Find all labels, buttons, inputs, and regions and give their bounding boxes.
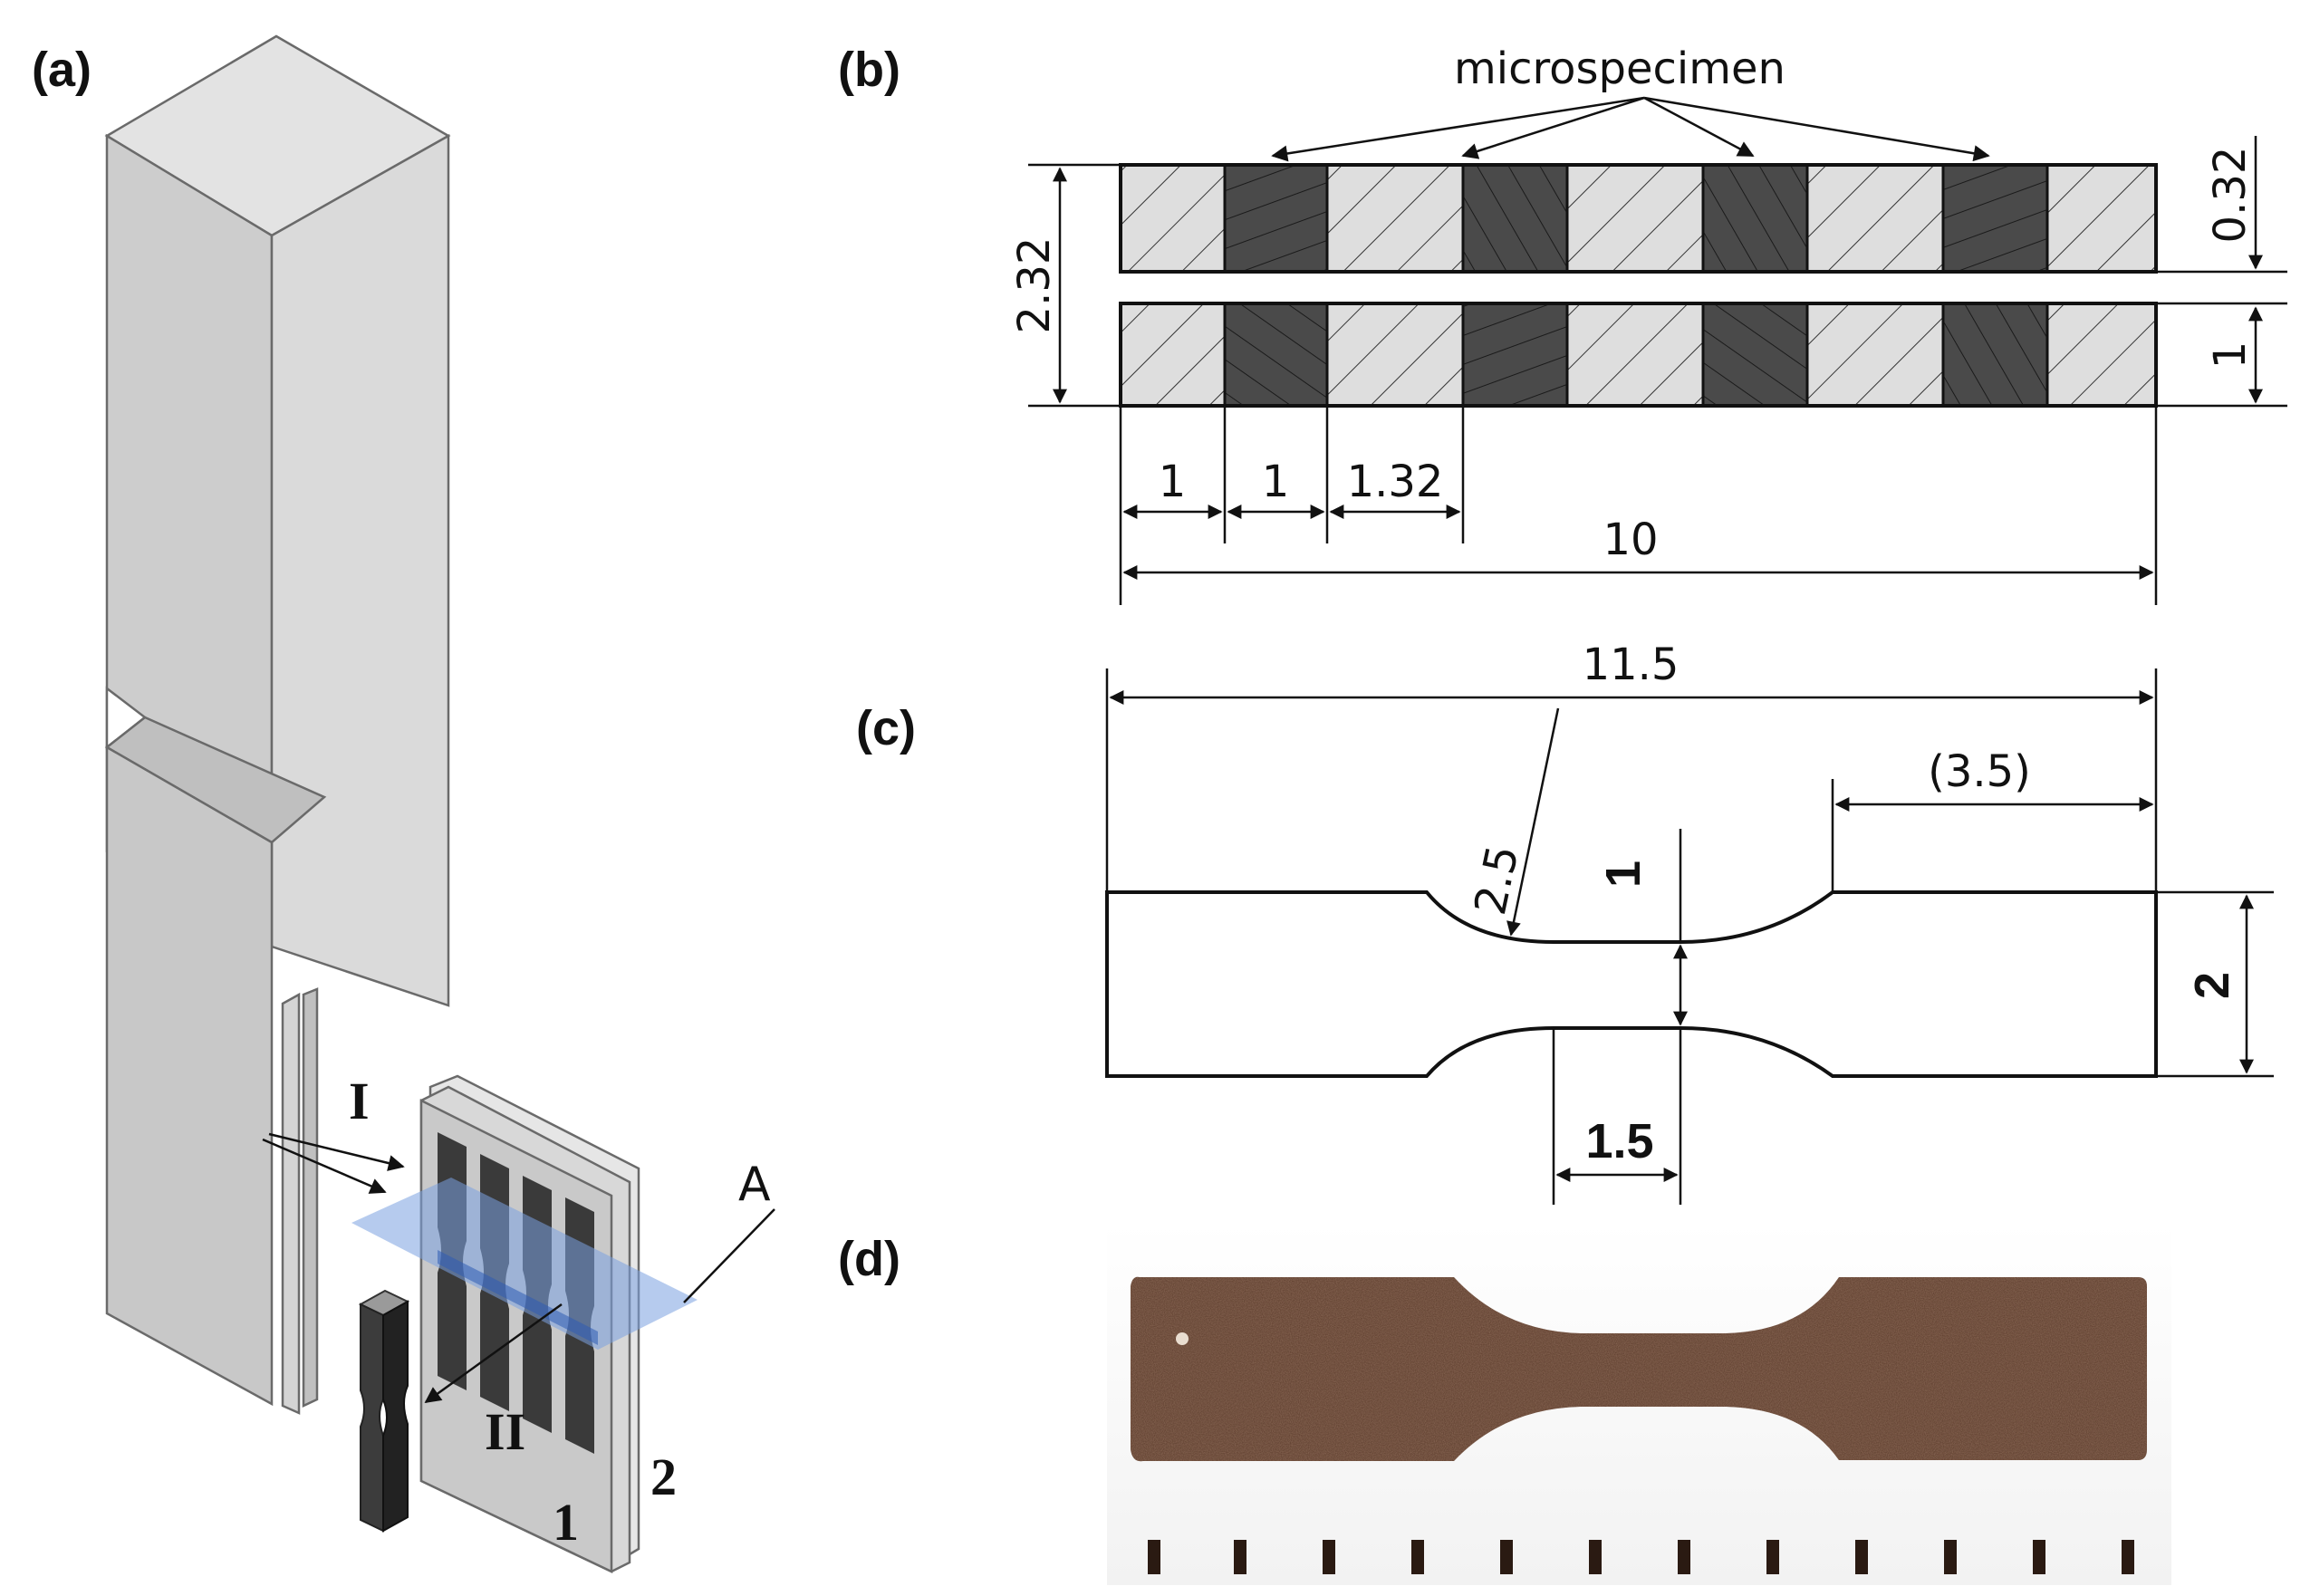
panel-d: (d) xyxy=(838,1223,2171,1585)
dim-overall-length: 11.5 xyxy=(1105,639,2158,892)
dim-grip-width: 2 xyxy=(2156,890,2274,1078)
specimen-texture xyxy=(1131,1276,2147,1462)
arrow-ii xyxy=(424,1303,563,1404)
arrow-i-2 xyxy=(262,1138,387,1194)
dim-gauge-length: 1.5 xyxy=(1552,1028,1682,1205)
dim-width-3-label: 1.32 xyxy=(1347,457,1444,507)
dim-gauge-width-label: 1 xyxy=(1596,860,1651,888)
microspecimen-callout: microspecimen xyxy=(1454,43,1785,94)
dim-total-height-label: 2.32 xyxy=(1009,237,1060,334)
arrow-i-1 xyxy=(268,1132,405,1171)
panel-a-letter: (a) xyxy=(32,43,91,97)
panel-c: (c) 11.5 (3.5) 2.5 1 xyxy=(856,639,2274,1205)
dim-bottom: 1 1 1.32 10 xyxy=(1119,406,2158,605)
block-side-face-upper xyxy=(270,133,450,1007)
dim-strip-height-label: 1 xyxy=(2205,341,2256,370)
specimen-photo xyxy=(1131,1276,2147,1462)
plate-label-1: 1 xyxy=(553,1493,579,1552)
dim-total-height: 2.32 xyxy=(1009,163,1121,408)
dim-right: 0.32 1 xyxy=(2156,136,2287,408)
dim-grip-length: (3.5) xyxy=(1831,746,2154,892)
dim-radius: 2.5 xyxy=(1465,707,1560,937)
plane-label-a: A xyxy=(738,1158,771,1212)
slot-groove-1 xyxy=(281,992,301,1415)
dim-gauge-width: 1 xyxy=(1596,829,1688,1026)
panel-a: (a) xyxy=(32,34,775,1573)
dim-overall-length-label: 11.5 xyxy=(1583,639,1680,690)
panel-d-letter: (d) xyxy=(838,1232,900,1286)
charpy-specimen-block xyxy=(104,34,451,1415)
dogbone-outline xyxy=(1105,890,2158,1078)
extracted-microspecimen xyxy=(358,1289,410,1533)
callout-arrows xyxy=(1271,96,1990,162)
dim-radius-label: 2.5 xyxy=(1465,841,1529,919)
dim-gauge-length-label: 1.5 xyxy=(1585,1114,1653,1168)
dim-width-2-label: 1 xyxy=(1262,457,1290,507)
panel-c-letter: (c) xyxy=(856,701,916,755)
ruler-ticks xyxy=(1148,1540,2134,1574)
cut-plane-intersection xyxy=(438,1250,598,1345)
dim-width-1-label: 1 xyxy=(1159,457,1187,507)
dim-length-label: 10 xyxy=(1603,514,1658,565)
dim-grip-width-label: 2 xyxy=(2185,972,2239,999)
hatched-strip-bottom xyxy=(1119,302,2158,408)
panel-b-letter: (b) xyxy=(838,43,900,97)
block-front-face-lower xyxy=(105,745,274,1407)
hatched-strip-top xyxy=(1119,163,2158,274)
arrow-label-ii: II xyxy=(485,1402,525,1461)
dim-grip-length-label: (3.5) xyxy=(1928,746,2031,797)
dim-gap-label: 0.32 xyxy=(2205,147,2256,244)
cut-plane-a xyxy=(351,1178,698,1350)
panel-b: (b) microspecimen xyxy=(838,43,2287,605)
leader-a xyxy=(683,1208,775,1303)
plate-label-2: 2 xyxy=(650,1447,677,1506)
arrow-label-i: I xyxy=(349,1072,370,1130)
slot-groove-2 xyxy=(302,987,319,1408)
